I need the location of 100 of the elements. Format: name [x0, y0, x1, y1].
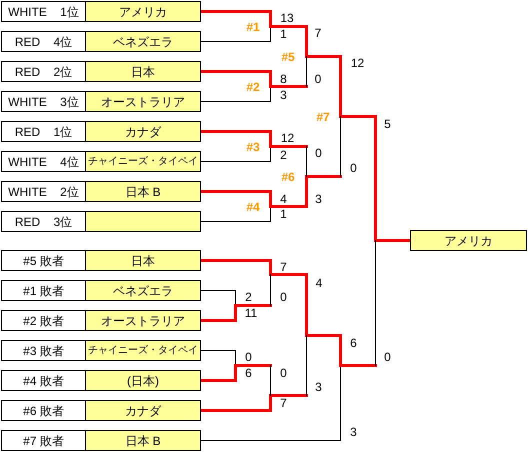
score: 6 — [245, 367, 252, 379]
score: 6 — [350, 337, 357, 349]
score: 0 — [315, 147, 322, 159]
score: 3 — [315, 381, 322, 393]
team-name: 日本 — [85, 62, 200, 81]
match-number: #4 — [246, 201, 260, 213]
score: 0 — [314, 73, 322, 85]
bracket-line — [201, 290, 236, 306]
score: 7 — [280, 397, 287, 409]
score: 7 — [314, 27, 322, 39]
score: 4 — [280, 193, 287, 205]
team-name: カナダ — [85, 122, 200, 141]
bracket-line — [270, 365, 271, 396]
winner-name: アメリカ — [410, 230, 527, 251]
bracket-entry — [1, 310, 201, 331]
bracket-entry — [1, 250, 201, 271]
seed-label: RED 3位 — [14, 216, 72, 228]
bracket-line — [201, 259, 377, 367]
score: 5 — [384, 118, 391, 130]
seed-label: WHITE 4位 — [8, 156, 79, 168]
seed-label: #1 敗者 — [23, 284, 64, 296]
team-name: カナダ — [85, 401, 200, 420]
bracket-line — [201, 304, 272, 322]
match-number: #2 — [246, 81, 260, 93]
match-number: #7 — [316, 111, 330, 123]
bracket-line — [201, 70, 308, 88]
team-name: チャイニーズ・タイペイ — [85, 341, 200, 360]
bracket-entry — [1, 181, 201, 202]
bracket-line — [306, 56, 307, 87]
bracket-line — [201, 206, 271, 222]
team-name: オーストラリア — [85, 92, 200, 111]
seed-label: #3 敗者 — [23, 344, 64, 356]
bracket-line — [201, 365, 341, 441]
seed-label: WHITE 1位 — [8, 6, 79, 18]
score: 0 — [384, 351, 391, 363]
score: 4 — [316, 277, 322, 289]
bracket-line — [201, 364, 272, 382]
bracket-entry — [1, 400, 201, 421]
team-name: (日本) — [85, 371, 200, 390]
team-name: ベネズエラ — [85, 281, 200, 300]
team-name: ベネズエラ — [85, 32, 200, 51]
score: 1 — [280, 208, 287, 220]
bracket-line — [201, 26, 271, 42]
bracket-entry — [1, 121, 201, 142]
match-number: #6 — [281, 171, 295, 183]
match-number: #3 — [246, 141, 260, 153]
seed-label: #6 敗者 — [23, 404, 64, 416]
score: 2 — [280, 149, 287, 161]
score: 3 — [315, 193, 322, 205]
bracket-entry — [1, 1, 201, 22]
score: 13 — [280, 12, 294, 24]
team-name: 日本 B — [85, 431, 200, 450]
score: 3 — [350, 426, 357, 438]
bracket-entry — [1, 340, 201, 361]
seed-label: WHITE 3位 — [8, 96, 79, 108]
bracket-entry — [1, 61, 201, 82]
score: 1 — [280, 28, 287, 40]
score: 0 — [280, 367, 287, 379]
score: 3 — [280, 89, 287, 101]
team-name: アメリカ — [85, 2, 200, 21]
team-name: 日本 B — [85, 182, 200, 201]
seed-label: #4 敗者 — [23, 374, 64, 386]
score: 8 — [280, 73, 287, 85]
seed-label: RED 1位 — [14, 126, 72, 138]
bracket-line — [201, 350, 236, 366]
bracket-entry — [1, 91, 201, 112]
score: 0 — [245, 351, 252, 363]
seed-label: #2 敗者 — [23, 314, 64, 326]
seed-label: WHITE 2位 — [8, 186, 79, 198]
bracket-entry — [1, 430, 201, 451]
score: 7 — [280, 261, 287, 273]
team-name: オーストラリア — [85, 311, 200, 330]
seed-label: #5 敗者 — [23, 254, 64, 266]
score: 2 — [245, 291, 252, 303]
bracket-entry — [1, 211, 201, 232]
bracket-line — [306, 335, 307, 396]
bracket-line — [201, 175, 342, 208]
team-name: チャイニーズ・タイペイ — [85, 152, 200, 171]
bracket-line — [201, 394, 308, 412]
bracket-entry — [1, 370, 201, 391]
bracket-line — [201, 86, 271, 102]
bracket-line — [201, 130, 308, 148]
bracket-entry — [1, 31, 201, 52]
bracket-line — [306, 146, 307, 177]
bracket-line — [270, 274, 271, 306]
bracket-entry — [1, 280, 201, 301]
bracket-line — [201, 10, 410, 242]
match-number: #5 — [281, 51, 295, 63]
bracket-line — [375, 240, 376, 366]
score: 12 — [280, 132, 294, 144]
score: 0 — [350, 162, 357, 174]
bracket-entry — [1, 151, 201, 172]
seed-label: RED 4位 — [14, 36, 72, 48]
seed-label: RED 2位 — [14, 66, 72, 78]
bracket-line — [340, 116, 341, 177]
team-name: 日本 — [85, 251, 200, 270]
match-number: #1 — [246, 21, 260, 33]
score: 0 — [280, 291, 287, 303]
bracket-line — [201, 146, 271, 162]
score: 12 — [350, 57, 364, 69]
